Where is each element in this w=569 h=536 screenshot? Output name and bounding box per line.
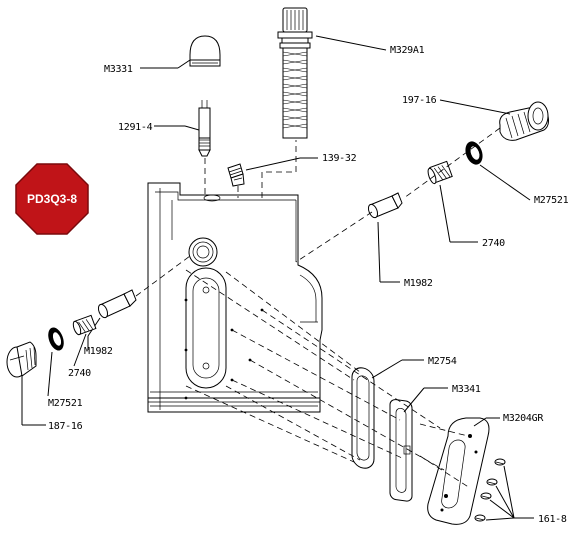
label-m3331: M3331 [104,64,133,75]
projection-lines [185,269,471,489]
knurl-pattern [282,51,308,129]
label-187-16: 187-16 [48,421,83,432]
body-slot [184,267,264,400]
screw-2 [486,478,498,486]
label-1291-4: 1291-4 [118,122,153,133]
badge-label: PD3Q3-8 [27,192,77,206]
label-m1982-left: M1982 [84,346,113,357]
label-m329a1: M329A1 [390,45,425,56]
label-m27521-left: M27521 [48,398,83,409]
p187-16-plug [6,341,37,378]
p139-32-screw [227,163,245,187]
label-m3204gr: M3204GR [503,413,544,424]
feed-port [188,237,218,267]
m3204gr-cover [427,417,490,525]
p2740-left-spring [72,314,97,336]
m1982-right-pin [367,192,403,219]
label-2740-left: 2740 [68,368,91,379]
m329a1-tube [277,7,313,139]
m2754-gasket [351,367,375,469]
m27521-right-oring [465,141,483,165]
m3341-plate [389,399,413,502]
badge-octagon [15,163,89,235]
label-m27521-right: M27521 [534,195,569,206]
label-139-32: 139-32 [322,153,357,164]
screw-1 [494,458,506,466]
label-m2754: M2754 [428,356,457,367]
label-161-8: 161-8 [538,514,567,525]
p161-8-screws [474,458,506,522]
label-m3341: M3341 [452,384,481,395]
m3331-cap [189,35,221,67]
model-badge: PD3Q3-8 [15,163,89,235]
screw-3 [480,492,492,500]
screw-4 [474,514,486,522]
m1982-left-pin [97,289,137,319]
label-197-16-top: 197-16 [402,95,437,106]
housing-body [147,182,323,413]
p2740-right-spring [427,160,453,185]
label-m1982-right: M1982 [404,278,433,289]
m27521-left-oring [48,327,64,351]
p197-16-plug [499,101,549,141]
label-2740-right: 2740 [482,238,505,249]
p1291-4-pin [198,100,211,157]
